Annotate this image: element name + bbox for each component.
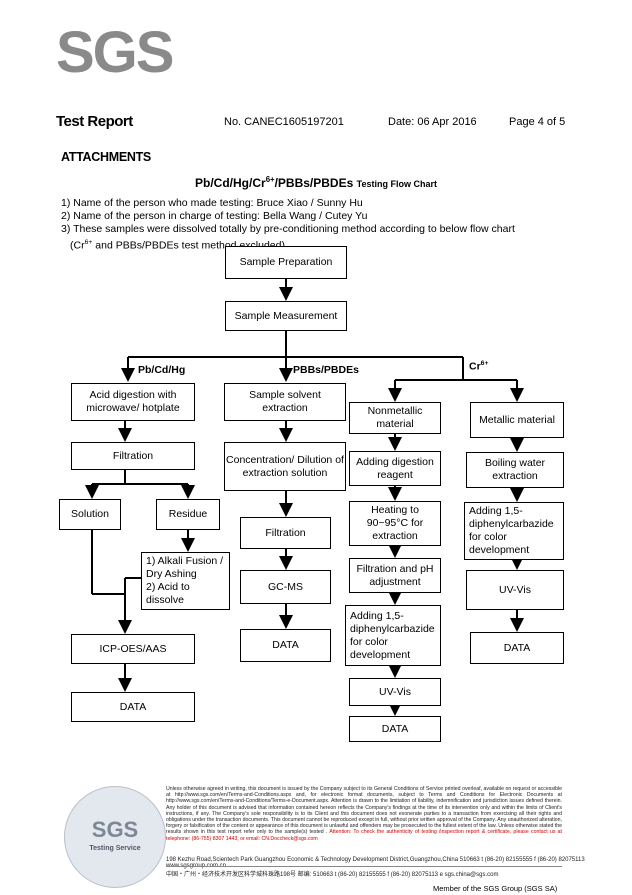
label-pb-cd-hg: Pb/Cd/Hg	[138, 364, 186, 376]
flow-connectors	[85, 279, 524, 716]
label-cr6: Cr6+	[469, 360, 489, 373]
box-metals-data: DATA	[71, 692, 195, 722]
box-adding-digestion: Adding digestion reagent	[349, 451, 441, 486]
seal-subtext: Testing Service	[89, 845, 141, 852]
box-boiling-water: Boiling water extraction	[466, 452, 564, 488]
seal-text: SGS	[91, 817, 139, 842]
report-number: No. CANEC1605197201	[224, 116, 344, 128]
box-metal-data: DATA	[470, 632, 564, 664]
box-heating: Heating to 90~95°C for extraction	[349, 501, 441, 546]
box-solution: Solution	[59, 499, 121, 530]
box-residue: Residue	[156, 499, 220, 530]
intro-line-3: 3) These samples were dissolved totally …	[61, 223, 515, 235]
box-alkali-fusion: 1) Alkali Fusion / Dry Ashing 2) Acid to…	[141, 552, 230, 610]
chart-title-main: Pb/Cd/Hg/Cr6+/PBBs/PBDEs	[195, 175, 354, 190]
box-metal-adding-dpc: Adding 1,5-diphenylcarbazide for color d…	[464, 502, 564, 560]
intro-line-2: 2) Name of the person in charge of testi…	[61, 210, 368, 222]
box-nonmetal-adding-dpc: Adding 1,5-diphenylcarbazide for color d…	[345, 605, 441, 666]
intro-line-1: 1) Name of the person who made testing: …	[61, 197, 363, 209]
footer-divider	[166, 866, 562, 867]
box-acid-digestion: Acid digestion with microwave/ hotplate	[71, 383, 195, 421]
section-title: ATTACHMENTS	[61, 150, 151, 164]
box-metal-uv-vis: UV-Vis	[466, 570, 564, 610]
box-sample-preparation: Sample Preparation	[225, 246, 347, 279]
footer-disclaimer: Unless otherwise agreed in writing, this…	[166, 786, 562, 842]
box-metallic-material: Metallic material	[470, 402, 564, 438]
chart-title-sub: Testing Flow Chart	[356, 179, 437, 189]
box-nonmetallic-material: Nonmetallic material	[349, 402, 441, 434]
label-pbbs-pbdes: PBBs/PBDEs	[293, 364, 359, 376]
page-number: Page 4 of 5	[509, 116, 566, 128]
box-nonmetal-uv-vis: UV-Vis	[349, 678, 441, 706]
attention-text: Attention: To check the authenticity of …	[166, 829, 562, 842]
box-solvent-extraction: Sample solvent extraction	[224, 383, 346, 421]
report-title: Test Report	[56, 113, 133, 130]
disclaimer-text: Unless otherwise agreed in writing, this…	[166, 786, 562, 836]
chart-title: Pb/Cd/Hg/Cr6+/PBBs/PBDEs Testing Flow Ch…	[0, 175, 632, 190]
box-sample-measurement: Sample Measurement	[225, 301, 347, 331]
box-nonmetal-data: DATA	[349, 716, 441, 742]
address-chinese: 中国・广州・经济技术开发区科学城科珠路198号 邮编: 510663 t (86…	[166, 872, 499, 878]
box-pbb-data: DATA	[240, 629, 331, 662]
box-pbb-filtration: Filtration	[240, 517, 331, 549]
address-english: 198 Kezhu Road,Scientech Park Guangzhou …	[166, 857, 585, 869]
member-note: Member of the SGS Group (SGS SA)	[433, 884, 558, 893]
sgs-seal: SGS Testing Service	[64, 786, 166, 888]
box-concentration: Concentration/ Dilution of extraction so…	[224, 442, 346, 491]
box-gc-ms: GC-MS	[240, 570, 331, 604]
box-filtration-ph: Filtration and pH adjustment	[349, 558, 441, 593]
report-date: Date: 06 Apr 2016	[388, 116, 477, 128]
box-metals-filtration: Filtration	[71, 442, 195, 470]
box-icp-oes-aas: ICP-OES/AAS	[71, 634, 195, 664]
